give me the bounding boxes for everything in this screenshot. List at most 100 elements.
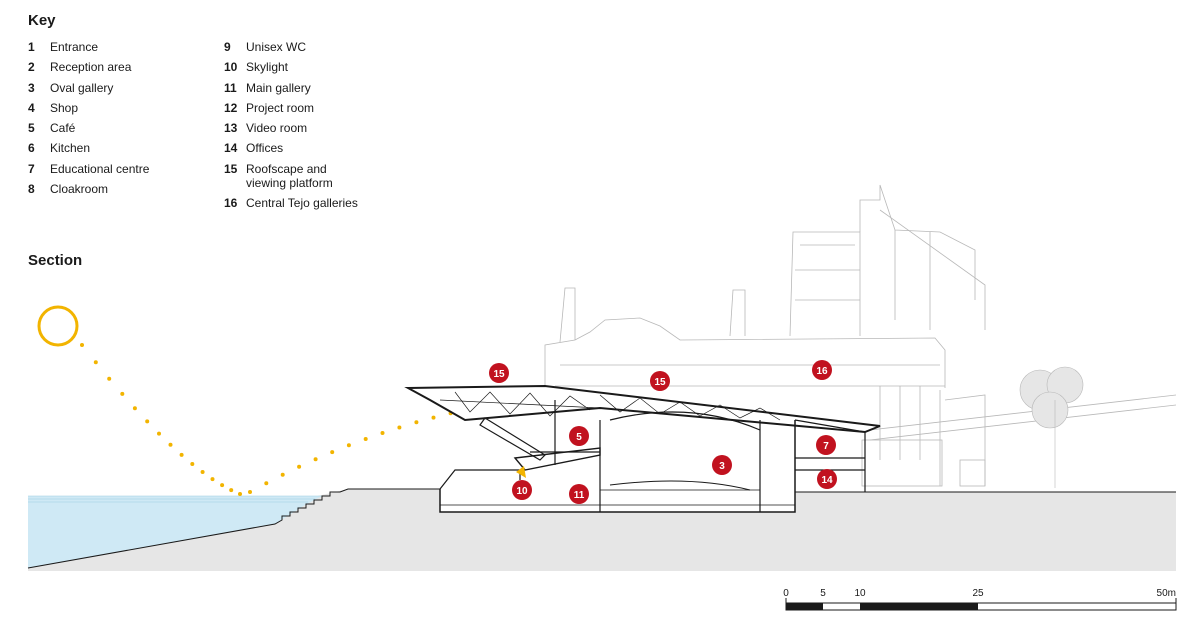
marker-number: 5 <box>576 432 582 443</box>
sun-path-dot <box>229 488 234 493</box>
key-item: 12 Project room <box>224 101 396 115</box>
water-hatch <box>28 495 322 503</box>
marker-number: 11 <box>574 490 585 501</box>
sun-path-dot <box>120 391 125 396</box>
key-item-number: 4 <box>28 100 35 115</box>
key-item-number: 6 <box>28 141 35 156</box>
key-item-label: Main gallery <box>246 80 311 95</box>
key-item-label: Oval gallery <box>50 80 114 95</box>
marker-number: 10 <box>516 486 528 497</box>
scale-tick-25: 25 <box>972 588 984 599</box>
key-item-number: 11 <box>224 80 237 95</box>
key-item-number: 9 <box>224 40 231 54</box>
sun-path-dot <box>346 443 351 448</box>
tree <box>1019 366 1084 488</box>
key-item-number: 2 <box>28 60 35 75</box>
marker-number: 14 <box>821 475 833 486</box>
key-item: 16 Central Tejo galleries <box>224 196 396 210</box>
key-item-number: 15 <box>224 161 238 176</box>
key-item: 8 Cloakroom <box>28 182 200 196</box>
sun-path-dot <box>132 406 137 411</box>
sun-path-dot <box>248 490 252 494</box>
marker-7-educational-centre: 7 <box>816 435 836 455</box>
key-item-label: Cloakroom <box>50 182 109 197</box>
sun-path-dot <box>330 450 335 455</box>
key-item-number: 10 <box>224 60 238 75</box>
section-heading: Section <box>28 252 83 269</box>
sun-icon <box>37 305 79 347</box>
ground-line <box>27 488 440 569</box>
key-item-number: 16 <box>224 196 238 211</box>
sun-path-dot <box>80 343 84 347</box>
key-item-number: 1 <box>28 40 35 54</box>
key-item-label: Project room <box>246 100 315 115</box>
marker-3-oval-gallery: 3 <box>712 455 732 475</box>
river-water <box>28 496 322 568</box>
key-item-number: 8 <box>28 182 35 197</box>
key-item-label: Central Tejo galleries <box>246 196 358 211</box>
sun-path-dot <box>313 457 318 462</box>
key-item-label: Educational centre <box>50 161 150 176</box>
sun-path-dot <box>145 419 150 424</box>
sun-path-dot <box>200 470 205 474</box>
marker-number: 3 <box>719 461 725 472</box>
key-item-number: 3 <box>28 80 35 95</box>
marker-10-skylight: 10 <box>512 480 532 500</box>
key-item-number: 12 <box>224 100 238 115</box>
building-section <box>404 384 881 513</box>
sun-path-dot <box>380 431 385 435</box>
key-item: 10 Skylight <box>224 60 396 74</box>
sun-path-dot <box>297 464 302 469</box>
sun-path-dot <box>93 360 98 365</box>
sun-path-dot <box>264 481 269 486</box>
marker-16-central-tejo: 16 <box>812 360 832 380</box>
marker-number: 15 <box>654 377 666 388</box>
ground <box>28 489 1176 571</box>
background-buildings <box>544 184 1177 487</box>
key-item-label: Entrance <box>50 40 99 54</box>
key-item-label: Shop <box>50 100 79 115</box>
marker-14-offices: 14 <box>817 469 837 489</box>
key-item-label: Offices <box>246 141 284 156</box>
marker-15-viewing-platform: 15 <box>650 371 670 391</box>
marker-number: 7 <box>823 441 829 452</box>
key-item: 3 Oval gallery <box>28 81 200 95</box>
key-item-number: 13 <box>224 121 238 136</box>
marker-number: 15 <box>493 369 505 380</box>
sun-path-dot <box>397 425 402 430</box>
key-item-label: Reception area <box>50 60 132 75</box>
marker-11-main-gallery: 11 <box>569 484 589 504</box>
sun-path-dot <box>238 492 242 496</box>
sun-path-dot <box>220 483 225 488</box>
key-item: 9 Unisex WC <box>224 40 396 54</box>
sun-path-dot <box>210 477 215 482</box>
key-item-label: Skylight <box>246 60 289 75</box>
key-item: 11 Main gallery <box>224 81 396 95</box>
scale-tick-5: 5 <box>820 588 826 599</box>
scale-bar: 0 5 10 25 50m <box>783 588 1177 611</box>
key-item-number: 5 <box>28 121 35 136</box>
key-item: 4 Shop <box>28 101 200 115</box>
sun-path-dot <box>107 376 112 381</box>
key-item: 1 Entrance <box>28 40 200 54</box>
key-item-label: Roofscape and viewing platform <box>246 161 333 190</box>
skylight <box>516 466 526 478</box>
sun-path-dot <box>179 452 184 457</box>
sun-path-dot <box>431 415 436 420</box>
marker-5-cafe: 5 <box>569 426 589 446</box>
key-item: 5 Café <box>28 121 200 135</box>
sun-path-dot <box>280 472 285 477</box>
key-heading: Key <box>28 12 56 29</box>
key-item-label: Unisex WC <box>246 40 307 54</box>
key-item-label: Café <box>50 121 76 136</box>
marker-15-roofscape: 15 <box>489 363 509 383</box>
sun-path-dot <box>190 462 195 466</box>
scale-tick-0: 0 <box>783 588 789 599</box>
scale-tick-50m: 50m <box>1157 588 1176 599</box>
